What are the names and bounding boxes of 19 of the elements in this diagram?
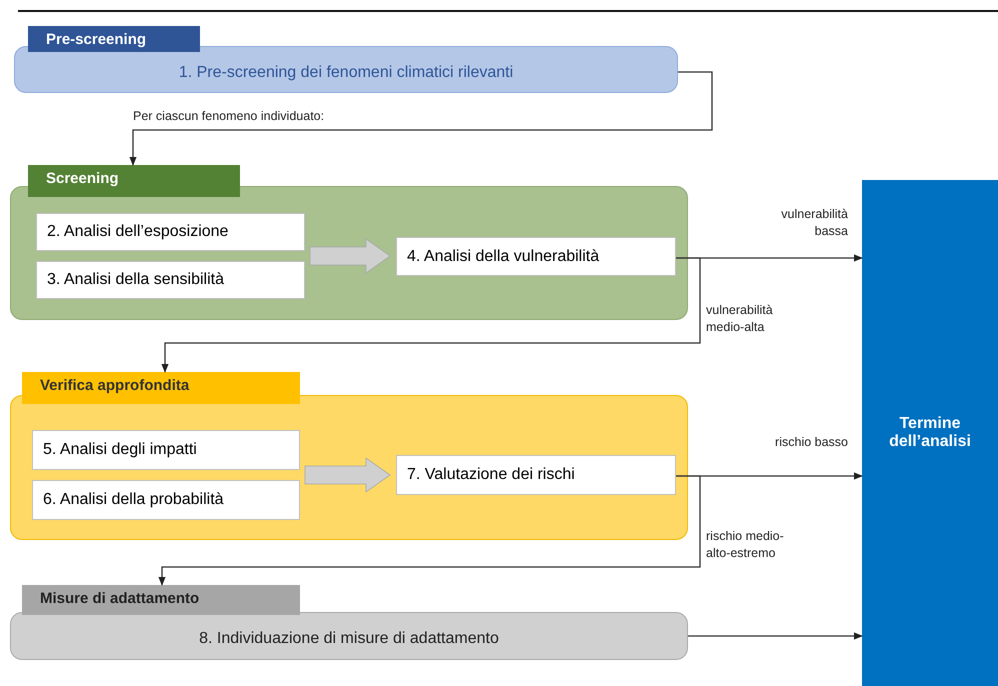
stage-tab: Screening xyxy=(28,165,240,197)
stage-tab: Misure di adattamento xyxy=(22,585,300,615)
step-box: 5. Analisi degli impatti xyxy=(32,430,300,470)
step-text: 8. Individuazione di misure di adattamento xyxy=(199,630,499,648)
step-text: 1. Pre-screening dei fenomeni climatici rilevanti xyxy=(178,64,514,82)
block-arrow xyxy=(304,457,391,493)
arrow xyxy=(161,257,701,373)
stage-tab: Verifica approfondita xyxy=(22,372,300,404)
step-box: 6. Analisi della probabilità xyxy=(32,480,300,520)
stage-tab: Pre-screening xyxy=(28,26,200,52)
arrow xyxy=(688,632,863,640)
arrow xyxy=(129,71,713,166)
step-box: 3. Analisi della sensibilità xyxy=(36,261,305,299)
step-box: 7. Valutazione dei rischi xyxy=(396,455,676,495)
end-box: Termine dell’analisi xyxy=(862,180,998,686)
arrow xyxy=(158,475,701,586)
step-box: 2. Analisi dell’esposizione xyxy=(36,213,305,251)
step-box: 4. Analisi della vulnerabilità xyxy=(396,237,676,276)
block-arrow xyxy=(310,238,391,274)
